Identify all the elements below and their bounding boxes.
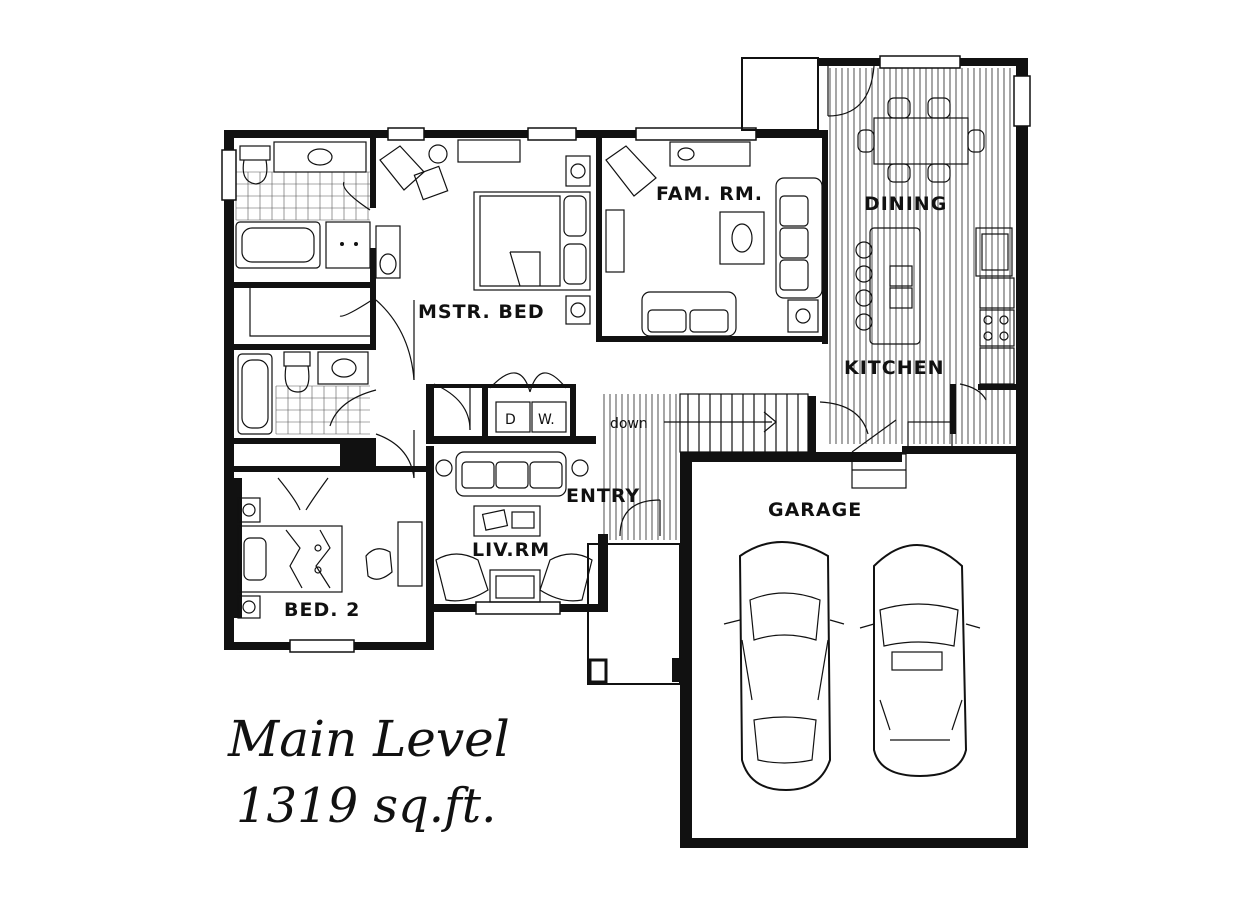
plan-title-level: Main Level xyxy=(227,710,510,768)
front-porch xyxy=(587,543,681,685)
dining-kitchen-furniture xyxy=(855,97,1015,385)
doors xyxy=(277,65,987,537)
kitchen-floor-hatch xyxy=(829,68,1011,444)
room-label-master-bed: MSTR. BED xyxy=(418,301,545,323)
room-label-bed2: BED. 2 xyxy=(284,599,360,621)
car-left xyxy=(723,541,845,792)
room-label-dining: DINING xyxy=(864,193,947,215)
dryer-label: D xyxy=(505,412,516,428)
plan-title-area: 1319 sq.ft. xyxy=(236,778,496,834)
living-room-furniture xyxy=(435,451,593,603)
windows xyxy=(221,55,1031,653)
bedroom2-furniture xyxy=(237,497,423,619)
bath-tile-pattern xyxy=(235,171,370,435)
room-label-living-room: LIV.RM xyxy=(472,539,550,561)
hall-bath-fixtures xyxy=(237,351,369,435)
master-bedroom-furniture xyxy=(379,139,591,325)
washer-label: W. xyxy=(538,412,555,428)
master-bath-fixtures xyxy=(235,141,401,337)
interior-walls xyxy=(230,130,1022,618)
entry-floor-hatch xyxy=(603,394,677,540)
back-porch xyxy=(741,57,819,131)
stairs xyxy=(664,393,809,453)
room-label-kitchen: KITCHEN xyxy=(844,357,944,379)
family-room-furniture xyxy=(605,141,823,337)
room-label-entry: ENTRY xyxy=(566,485,640,507)
stairs-down-label: down xyxy=(610,416,648,432)
room-label-family-room: FAM. RM. xyxy=(656,183,763,205)
room-label-garage: GARAGE xyxy=(768,499,862,521)
garage-steps xyxy=(851,419,953,489)
laundry-machines xyxy=(495,401,567,433)
car-right xyxy=(859,544,981,778)
